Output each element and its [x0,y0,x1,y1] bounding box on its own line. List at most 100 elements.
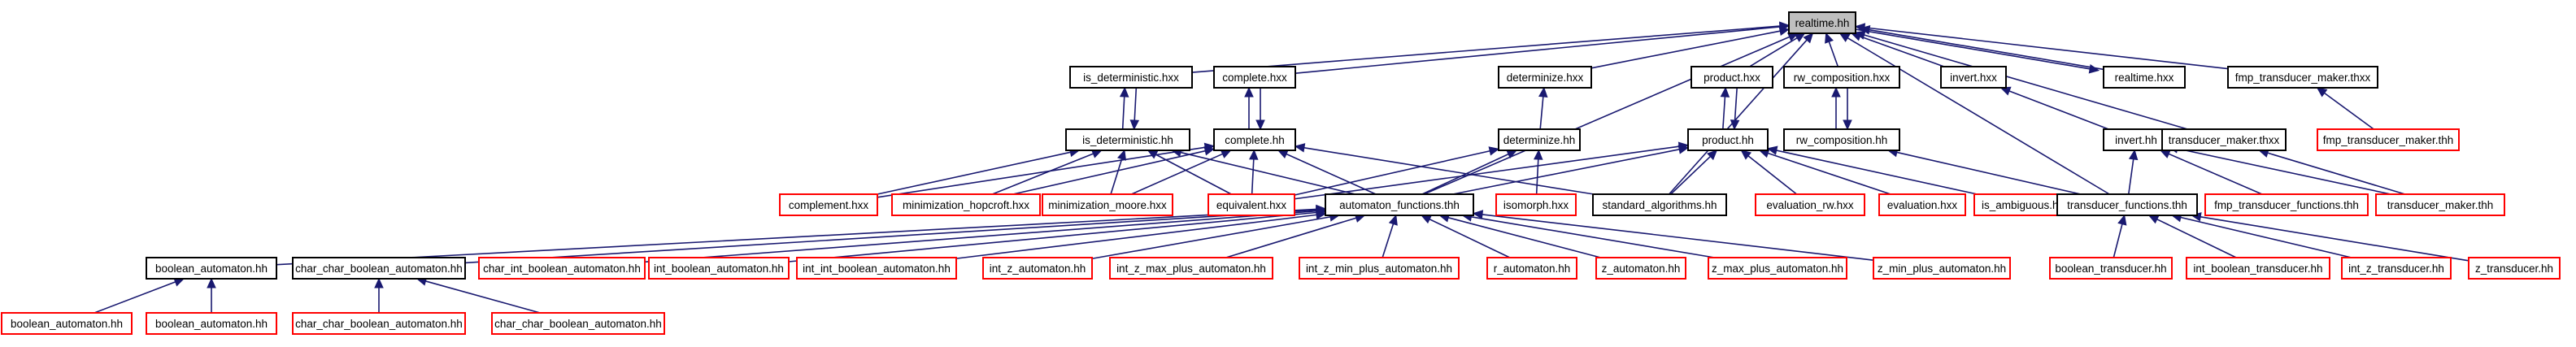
node-trans_func_thh[interactable]: transducer_functions.thh [2056,193,2198,216]
node-izmaxp_auto_hh[interactable]: int_z_max_plus_automaton.hh [1109,257,1273,280]
edge-ibool_trans_hh-to-trans_func_thh [2156,219,2237,258]
node-bool_auto_hh_b[interactable]: boolean_automaton.hh [146,312,277,335]
edge-r_auto_hh-to-auto_func_thh [1429,219,1511,258]
node-cib_auto_hh[interactable]: char_int_boolean_automaton.hh [478,257,646,280]
edge-bool_auto_hh-to-auto_func_thh [276,208,1317,266]
node-label: isomorph.hxx [1503,199,1569,211]
node-label: int_z_min_plus_automaton.hh [1306,262,1452,275]
node-box [1325,193,1474,216]
node-iib_auto_hh[interactable]: int_int_boolean_automaton.hh [796,257,957,280]
node-ibool_trans_hh[interactable]: int_boolean_transducer.hh [2186,257,2330,280]
node-invert_hxx[interactable]: invert.hxx [1940,66,2007,89]
node-z_auto_hh[interactable]: z_automaton.hh [1595,257,1686,280]
edge-eval_hxx-to-product_hh [1768,152,1891,195]
node-box [1,312,133,335]
node-complement_hxx[interactable]: complement.hxx [779,193,878,216]
node-label: int_z_automaton.hh [990,262,1086,275]
arrowhead-equivalent_hxx-to-determinize_hh [1488,146,1500,156]
edge-cib_auto_hh-to-auto_func_thh [644,210,1317,263]
edge-min_moore_hxx-to-complete_hh [1131,153,1223,195]
edge-product_hxx-to-realtime_hh [1749,37,1798,67]
node-zminp_auto_hh[interactable]: z_min_plus_automaton.hh [1873,257,2011,280]
node-bool_trans_hh[interactable]: boolean_transducer.hh [2049,257,2173,280]
edge-product_hxx-to-product_hh [1734,87,1738,121]
node-label: boolean_automaton.hh [155,262,268,275]
node-r_auto_hh[interactable]: r_automaton.hh [1486,257,1577,280]
node-label: determinize.hxx [1507,72,1584,84]
edge-fmp_tfunc_thh-to-invert_hh [2168,153,2263,195]
edge-min_moore_hxx-to-is_det_hh [1110,158,1123,195]
node-box [1299,257,1460,280]
edge-trans_func_thh-to-realtime_hh [1847,37,2110,195]
node-box [2049,257,2173,280]
edge-trans_func_thh-to-invert_hh [2127,158,2134,195]
node-izminp_auto_hh[interactable]: int_z_min_plus_automaton.hh [1299,257,1460,280]
node-box [1708,257,1847,280]
edge-realtime_hh-to-realtime_hxx [1850,28,2091,70]
node-determinize_hxx[interactable]: determinize.hxx [1498,66,1592,89]
node-box [796,257,957,280]
edge-determinize_hxx-to-realtime_hh [1590,30,1781,69]
node-iz_trans_hh[interactable]: int_z_transducer.hh [2341,257,2452,280]
node-fmp_tfunc_thh[interactable]: fmp_transducer_functions.thh [2204,193,2369,216]
node-bool_auto_hh[interactable]: boolean_automaton.hh [146,257,277,280]
node-fmp_thh[interactable]: fmp_transducer_maker.thh [2317,128,2460,151]
node-label: boolean_transducer.hh [2055,262,2166,275]
node-label: boolean_automaton.hh [155,318,268,330]
node-iz_auto_hh[interactable]: int_z_automaton.hh [982,257,1093,280]
edge-equivalent_hxx-to-complete_hh [1251,158,1255,195]
node-ccb_auto_hh_b[interactable]: char_char_boolean_automaton.hh [491,312,665,335]
node-eval_hxx[interactable]: evaluation.hxx [1878,193,1966,216]
node-box [1042,193,1173,216]
node-is_det_hxx[interactable]: is_deterministic.hxx [1069,66,1193,89]
node-bool_auto_hh_a[interactable]: boolean_automaton.hh [1,312,133,335]
node-tmaker_thh[interactable]: transducer_maker.thh [2375,193,2505,216]
node-rw_comp_hxx[interactable]: rw_composition.hxx [1783,66,1900,89]
node-is_det_hh[interactable]: is_deterministic.hh [1065,128,1190,151]
node-isomorph_hxx[interactable]: isomorph.hxx [1495,193,1577,216]
node-box [292,312,466,335]
node-box [1208,193,1295,216]
node-label: automaton_functions.thh [1339,199,1460,211]
node-box [1595,257,1686,280]
node-label: invert.hxx [1950,72,1997,84]
node-determinize_hh[interactable]: determinize.hh [1498,128,1581,151]
node-min_moore_hxx[interactable]: minimization_moore.hxx [1042,193,1173,216]
edge-ccb_auto_hh_b-to-ccb_auto_hh [425,280,541,314]
node-min_hop_hxx[interactable]: minimization_hopcroft.hxx [891,193,1041,216]
arrowhead-auto_func_thh-to-product_hh [1677,145,1690,154]
node-ib_auto_hh[interactable]: int_boolean_automaton.hh [648,257,790,280]
node-box [2103,66,2186,89]
node-complete_hxx[interactable]: complete.hxx [1213,66,1296,89]
node-realtime_hxx[interactable]: realtime.hxx [2103,66,2186,89]
node-z_trans_hh[interactable]: z_transducer.hh [2468,257,2561,280]
node-box [1783,66,1900,89]
node-invert_hh[interactable]: invert.hh [2103,128,2169,151]
node-box [2468,257,2561,280]
node-tmaker_thxx[interactable]: transducer_maker.thxx [2161,128,2287,151]
edge-z_auto_hh-to-auto_func_thh [1447,217,1601,258]
node-product_hh[interactable]: product.hh [1687,128,1769,151]
edge-equivalent_hxx-to-product_hh [1294,145,1680,200]
arrowhead-fmp_thh-to-fmp_thxx [2316,87,2328,98]
node-eval_rw_hxx[interactable]: evaluation_rw.hxx [1755,193,1865,216]
edge-tmaker_thxx-to-realtime_hh [1864,34,2188,130]
node-label: int_boolean_automaton.hh [654,262,784,275]
node-box [648,257,790,280]
node-fmp_thxx[interactable]: fmp_transducer_maker.thxx [2227,66,2378,89]
node-equivalent_hxx[interactable]: equivalent.hxx [1208,193,1295,216]
node-product_hxx[interactable]: product.hxx [1690,66,1773,89]
edge-complement_hxx-to-complete_hh [877,146,1206,198]
node-box [146,257,277,280]
node-label: boolean_automaton.hh [11,318,123,330]
edges-layer [94,21,2469,314]
node-rw_comp_hh[interactable]: rw_composition.hh [1783,128,1900,151]
node-zmaxp_auto_hh[interactable]: z_max_plus_automaton.hh [1708,257,1847,280]
node-std_alg_hh[interactable]: standard_algorithms.hh [1592,193,1727,216]
node-complete_hh[interactable]: complete.hh [1213,128,1296,151]
node-ccb_auto_hh[interactable]: char_char_boolean_automaton.hh [292,257,466,280]
node-label: complete.hh [1225,134,1285,146]
node-box [1498,128,1581,151]
node-ccb_auto_hh_a[interactable]: char_char_boolean_automaton.hh [292,312,466,335]
node-auto_func_thh[interactable]: automaton_functions.thh [1325,193,1474,216]
